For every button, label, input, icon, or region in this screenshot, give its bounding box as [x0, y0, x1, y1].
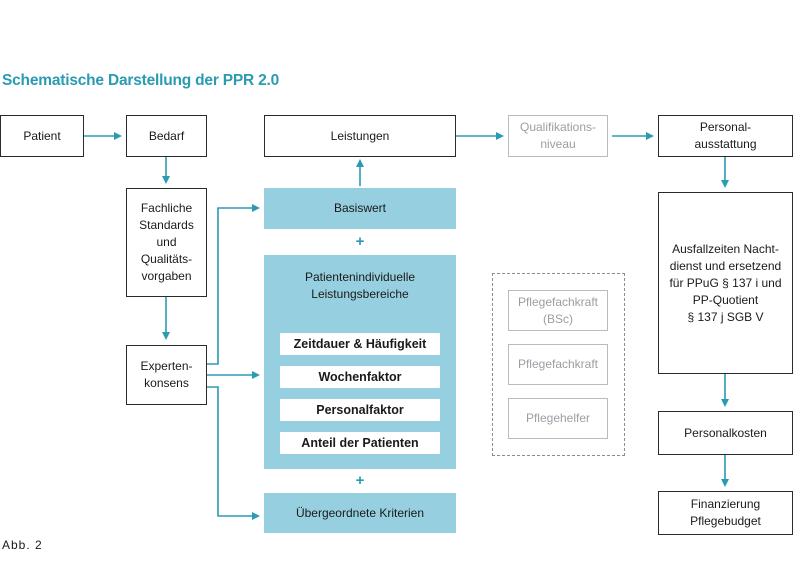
expertenkonsens-box: Experten- konsens	[126, 345, 207, 405]
diagram-title: Schematische Darstellung der PPR 2.0	[2, 72, 280, 89]
expertenkonsens-label: Experten- konsens	[140, 359, 193, 390]
bedarf-label: Bedarf	[148, 128, 185, 143]
ausfallzeiten-label: Ausfallzeiten Nacht- dienst und ersetzen…	[669, 241, 782, 324]
plus-sign-top: +	[355, 233, 365, 250]
qualifikationsniveau-label: Qualifikations- niveau	[519, 120, 597, 151]
basiswert-box: Basiswert	[264, 188, 456, 229]
patient-label: Patient	[23, 128, 61, 143]
item-personalfaktor: Personalfaktor	[280, 399, 440, 421]
personalausstattung-label: Personal- ausstattung	[694, 120, 757, 151]
item-wochenfaktor: Wochenfaktor	[280, 366, 440, 388]
arrow-experten-uebergeordnete	[206, 386, 260, 520]
leistungen-box: Leistungen	[264, 115, 456, 157]
qualifikationsniveau-box: Qualifikations- niveau	[508, 115, 608, 157]
finanzierung-label: Finanzierung Pflegebudget	[690, 497, 761, 528]
fachliche-standards-box: Fachliche Standards und Qualitäts- vorga…	[126, 188, 207, 297]
uebergeordnete-kriterien-box: Übergeordnete Kriterien	[264, 493, 456, 533]
item-zeitdauer: Zeitdauer & Häufigkeit	[280, 333, 440, 355]
personalkosten-label: Personalkosten	[684, 425, 767, 440]
patient-box: Patient	[0, 115, 84, 157]
item-anteil-patienten-label: Anteil der Patienten	[301, 435, 419, 450]
item-personalfaktor-label: Personalfaktor	[316, 402, 404, 417]
uebergeordnete-kriterien-label: Übergeordnete Kriterien	[295, 505, 425, 520]
ausfallzeiten-box: Ausfallzeiten Nacht- dienst und ersetzen…	[658, 192, 793, 374]
bedarf-box: Bedarf	[126, 115, 207, 157]
patientenindividuelle-label: Patientenindividuelle Leistungsbereiche	[304, 270, 416, 301]
qualification-pflegefachkraft: Pflegefachkraft	[508, 344, 608, 385]
personalkosten-box: Personalkosten	[658, 411, 793, 455]
arrow-experten-basiswert	[206, 204, 260, 365]
personalausstattung-box: Personal- ausstattung	[658, 115, 793, 157]
qualification-pflegehelfer: Pflegehelfer	[508, 398, 608, 439]
qualification-pflegehelfer-label: Pflegehelfer	[525, 411, 591, 425]
finanzierung-box: Finanzierung Pflegebudget	[658, 491, 793, 535]
item-zeitdauer-label: Zeitdauer & Häufigkeit	[293, 336, 427, 351]
plus-sign-bottom: +	[355, 472, 365, 489]
qualification-levels-group	[492, 273, 625, 456]
qualification-pflegefachkraft-label: Pflegefachkraft	[517, 357, 599, 371]
qualification-pflegefachkraft-bsc-label: Pflegefachkraft (BSc)	[517, 294, 599, 326]
basiswert-label: Basiswert	[333, 201, 386, 215]
item-anteil-patienten: Anteil der Patienten	[280, 432, 440, 454]
figure-caption: Abb. 2	[2, 538, 43, 552]
leistungen-label: Leistungen	[330, 128, 390, 143]
item-wochenfaktor-label: Wochenfaktor	[318, 369, 402, 384]
fachliche-standards-label: Fachliche Standards und Qualitäts- vorga…	[139, 201, 194, 283]
qualification-pflegefachkraft-bsc: Pflegefachkraft (BSc)	[508, 290, 608, 331]
